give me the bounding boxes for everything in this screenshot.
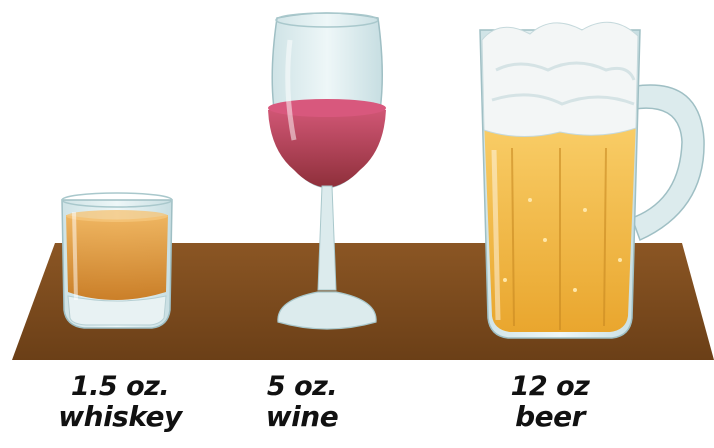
wine-name: wine — [232, 402, 372, 432]
wine-amount: 5 oz. — [232, 372, 372, 402]
whiskey-amount: 1.5 oz. — [20, 372, 220, 402]
wine-label: 5 oz. wine — [232, 372, 372, 432]
whiskey-glass-icon — [62, 193, 172, 328]
beer-name: beer — [470, 402, 630, 432]
beer-label: 12 oz beer — [470, 372, 630, 432]
beer-amount: 12 oz — [470, 372, 630, 402]
whiskey-name: whiskey — [20, 402, 220, 432]
drink-equivalence-illustration — [0, 0, 714, 370]
whiskey-label: 1.5 oz. whiskey — [20, 372, 220, 432]
